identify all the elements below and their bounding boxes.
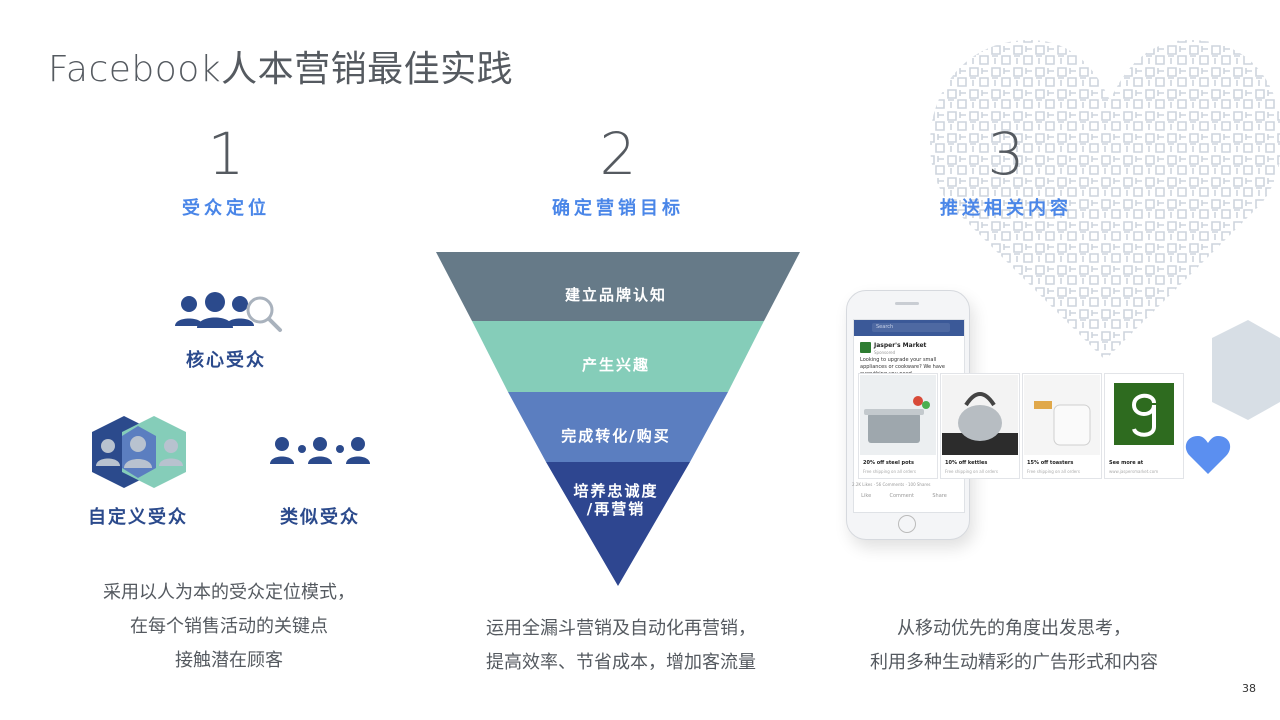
heart-icon — [1185, 436, 1231, 474]
step-2-number: 2 — [599, 120, 637, 188]
facebook-top-bar: Search — [854, 320, 964, 336]
step-1-label: 受众定位 — [182, 198, 270, 219]
page-title: Facebook人本营销最佳实践 — [48, 49, 514, 90]
ad-carousel: 20% off steel pots Free shipping on all … — [858, 373, 1184, 479]
phone-speaker — [895, 302, 919, 305]
card-subtext: www.jaspersmarket.com — [1109, 469, 1159, 474]
card-caption: 15% off toasters — [1027, 460, 1074, 466]
marketing-funnel — [436, 252, 800, 586]
description-line: 利用多种生动精彩的广告形式和内容 — [870, 652, 1158, 673]
funnel-loyalty-text-line2: /再营销 — [586, 500, 646, 518]
funnel-layer-awareness — [436, 252, 800, 321]
column-3-description: 从移动优先的角度出发思考， 利用多种生动精彩的广告形式和内容 — [848, 612, 1180, 680]
facebook-search-input[interactable]: Search — [872, 323, 950, 332]
column-1-description: 采用以人为本的受众定位模式， 在每个销售活动的关键点 接触潜在顾客 — [76, 576, 382, 678]
lookalike-audience-label: 类似受众 — [280, 507, 360, 528]
card-subtext: Free shipping on all orders — [863, 469, 916, 474]
funnel-loyalty-text-line1: 培养忠诚度 — [573, 482, 659, 500]
ad-page-name[interactable]: Jasper's Market — [874, 342, 927, 349]
page-avatar-icon — [860, 342, 871, 353]
description-line: 在每个销售活动的关键点 — [130, 616, 328, 637]
share-button[interactable]: Share — [932, 493, 947, 499]
toaster-image — [1024, 375, 1100, 455]
carousel-card[interactable]: 15% off toasters Free shipping on all or… — [1022, 373, 1102, 479]
step-2-label: 确定营销目标 — [552, 198, 684, 219]
column-2-description: 运用全漏斗营销及自动化再营销， 提高效率、节省成本，增加客流量 — [458, 612, 784, 680]
description-line: 提高效率、节省成本，增加客流量 — [486, 652, 756, 673]
description-line: 采用以人为本的受众定位模式， — [103, 582, 355, 603]
description-line: 运用全漏斗营销及自动化再营销， — [486, 618, 756, 639]
hexagon-shape — [1212, 320, 1280, 420]
steel-pot-image — [860, 375, 936, 455]
phone-home-button — [898, 515, 916, 533]
card-subtext: Free shipping on all orders — [945, 469, 998, 474]
patterned-heart-shape — [930, 40, 1280, 360]
funnel-layer-loyalty — [546, 462, 690, 586]
card-caption: 10% off kettles — [945, 460, 988, 466]
like-button[interactable]: Like — [861, 493, 872, 499]
ad-action-bar: Like Comment Share — [852, 493, 956, 499]
lookalike-audience-icon — [270, 437, 370, 464]
ad-sponsored-label: Sponsored — [874, 350, 896, 355]
carousel-card[interactable]: See more at www.jaspersmarket.com — [1104, 373, 1184, 479]
step-1-number: 1 — [207, 120, 245, 188]
funnel-layer-interest — [472, 321, 764, 392]
carousel-card[interactable]: 20% off steel pots Free shipping on all … — [858, 373, 938, 479]
core-audience-icon — [175, 292, 282, 332]
page-number: 38 — [1242, 682, 1256, 695]
ad-social-counts: 2.2K Likes · 56 Comments · 100 Shares — [852, 482, 931, 487]
card-caption: 20% off steel pots — [863, 460, 914, 466]
funnel-interest-text: 产生兴趣 — [581, 356, 650, 374]
funnel-layer-conversion — [508, 392, 728, 462]
card-caption: See more at — [1109, 460, 1144, 466]
card-subtext: Free shipping on all orders — [1027, 469, 1080, 474]
comment-button[interactable]: Comment — [889, 493, 915, 499]
core-audience-label: 核心受众 — [186, 350, 266, 371]
step-3-label: 推送相关内容 — [940, 198, 1072, 219]
funnel-awareness-text: 建立品牌认知 — [564, 286, 667, 304]
description-line: 接触潜在顾客 — [175, 650, 283, 671]
carousel-card[interactable]: 10% off kettles Free shipping on all ord… — [940, 373, 1020, 479]
jaspers-logo-image — [1106, 375, 1182, 455]
custom-audience-label: 自定义受众 — [88, 507, 188, 528]
step-3-number: 3 — [987, 120, 1025, 188]
description-line: 从移动优先的角度出发思考， — [897, 618, 1131, 639]
custom-audience-icon — [92, 416, 186, 488]
kettle-image — [942, 375, 1018, 455]
funnel-conversion-text: 完成转化/购买 — [561, 427, 671, 445]
